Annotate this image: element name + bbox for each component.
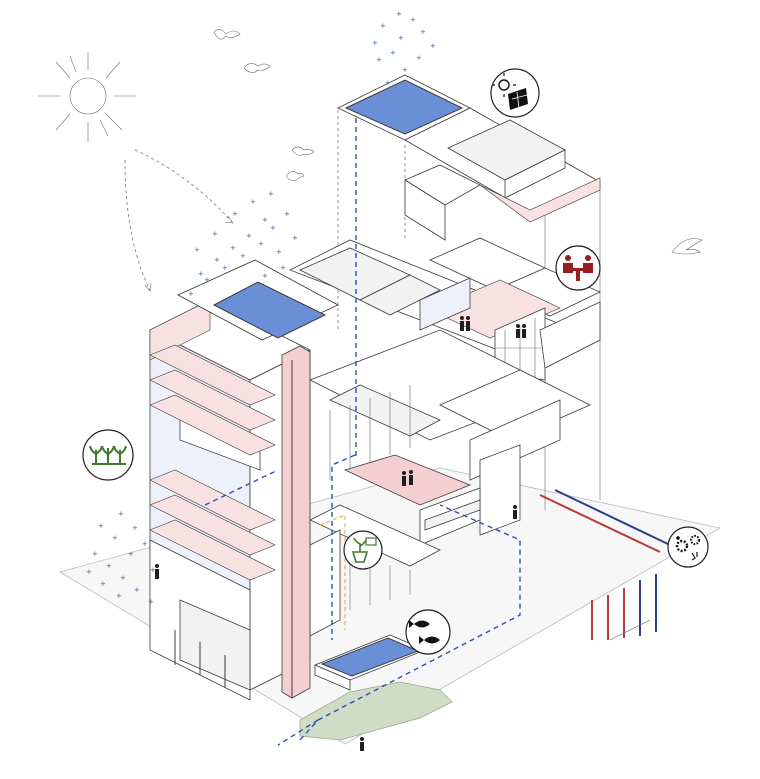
svg-text:+: + — [262, 272, 268, 280]
svg-text:+: + — [385, 79, 391, 87]
svg-text:+: + — [390, 49, 396, 57]
svg-text:+: + — [98, 522, 104, 530]
svg-text:+: + — [372, 39, 378, 47]
svg-text:+: + — [430, 42, 436, 50]
svg-text:+: + — [198, 270, 204, 278]
svg-text:+: + — [410, 16, 416, 24]
svg-text:+: + — [420, 28, 426, 36]
svg-text:+: + — [134, 586, 140, 594]
svg-text:+: + — [142, 540, 148, 548]
svg-text:+: + — [416, 54, 422, 62]
svg-text:+: + — [270, 224, 276, 232]
svg-text:+: + — [188, 290, 194, 298]
plants-icon — [83, 430, 133, 480]
svg-text:+: + — [292, 234, 298, 242]
svg-text:+: + — [222, 264, 228, 272]
solar-roof-upper — [405, 108, 600, 240]
svg-text:+: + — [262, 216, 268, 224]
svg-text:+: + — [86, 568, 92, 576]
solar-panel-icon — [491, 69, 539, 117]
svg-text:+: + — [132, 524, 138, 532]
fish-icon — [406, 610, 450, 654]
sun-icon — [38, 52, 136, 142]
svg-text:+: + — [376, 56, 382, 64]
svg-text:+: + — [112, 534, 118, 542]
svg-text:+: + — [396, 10, 402, 18]
svg-text:+: + — [212, 230, 218, 238]
svg-text:+: + — [284, 210, 290, 218]
svg-text:+: + — [240, 252, 246, 260]
svg-text:+: + — [92, 550, 98, 558]
svg-text:+: + — [148, 598, 154, 606]
svg-text:+: + — [246, 232, 252, 240]
person — [360, 737, 364, 751]
svg-text:+: + — [250, 198, 256, 206]
svg-text:+: + — [118, 510, 124, 518]
svg-text:+: + — [116, 592, 122, 600]
svg-text:+: + — [120, 574, 126, 582]
person — [513, 505, 517, 519]
svg-text:+: + — [402, 66, 408, 74]
svg-text:+: + — [150, 566, 156, 574]
svg-text:+: + — [128, 550, 134, 558]
svg-text:+: + — [232, 210, 238, 218]
svg-text:+: + — [100, 580, 106, 588]
svg-text:+: + — [276, 248, 282, 256]
svg-text:+: + — [380, 22, 386, 30]
svg-text:+: + — [280, 264, 286, 272]
sun-ray-arrows — [125, 150, 233, 291]
pink-column — [282, 346, 310, 698]
geothermal-gears-icon — [668, 527, 708, 567]
svg-text:+: + — [268, 190, 274, 198]
vegetable-planter-icon — [344, 531, 382, 569]
svg-text:+: + — [258, 240, 264, 248]
meeting-people-icon — [556, 246, 600, 290]
svg-text:+: + — [194, 246, 200, 254]
svg-text:+: + — [398, 34, 404, 42]
svg-text:+: + — [204, 276, 210, 284]
svg-text:+: + — [214, 256, 220, 264]
svg-text:+: + — [230, 244, 236, 252]
svg-text:+: + — [106, 562, 112, 570]
